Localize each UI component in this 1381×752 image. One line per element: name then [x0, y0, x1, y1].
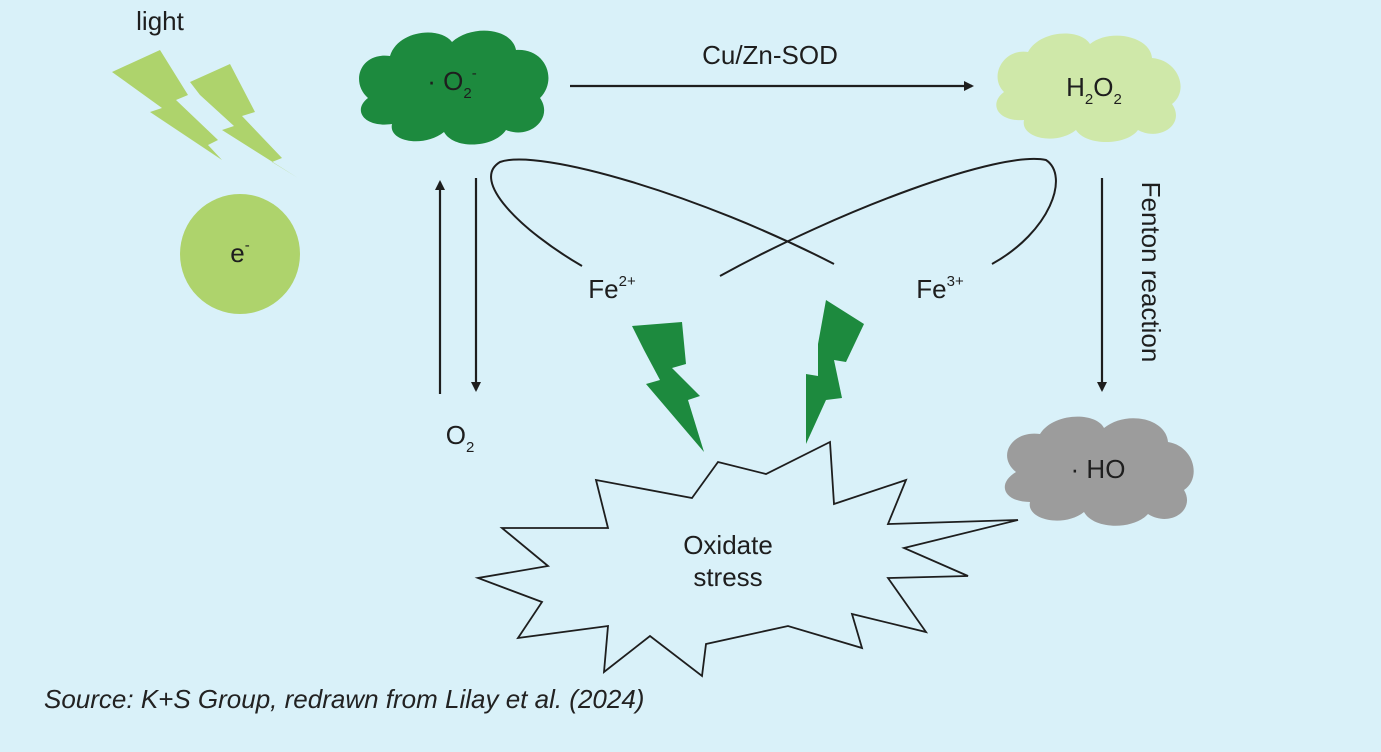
iron3-label: Fe3+: [916, 273, 964, 304]
hydrogen-peroxide-cloud: [996, 33, 1181, 142]
oxygen-label: O2: [446, 420, 475, 456]
reaction-label: Fenton reaction: [1136, 182, 1166, 363]
hydrogen-peroxide-label: H2O2: [1066, 72, 1122, 108]
stress-label-line1: Oxidate: [683, 530, 773, 560]
light-bolt-icon: [112, 50, 222, 160]
hydroxyl-cloud: [1004, 416, 1194, 526]
superoxide-cloud: [359, 30, 549, 145]
iron-cycle-curve: [719, 157, 1057, 277]
light-bolt-icon: [190, 64, 298, 178]
iron-cycle-curve: [490, 158, 835, 267]
electron-label: e-: [230, 237, 249, 268]
source-caption: Source: K+S Group, redrawn from Lilay et…: [44, 684, 645, 714]
oxidate-stress-burst: [474, 440, 1019, 678]
enzyme-label: Cu/Zn-SOD: [702, 40, 838, 70]
superoxide-label: · O2-: [427, 65, 476, 102]
hydroxyl-label: · HO: [1071, 454, 1126, 484]
stress-label-line2: stress: [693, 562, 762, 592]
light-label: light: [136, 6, 184, 36]
iron2-label: Fe2+: [588, 273, 636, 304]
electron-circle: [180, 194, 300, 314]
stress-bolt-icon: [806, 300, 864, 444]
stress-bolt-icon: [632, 322, 704, 452]
